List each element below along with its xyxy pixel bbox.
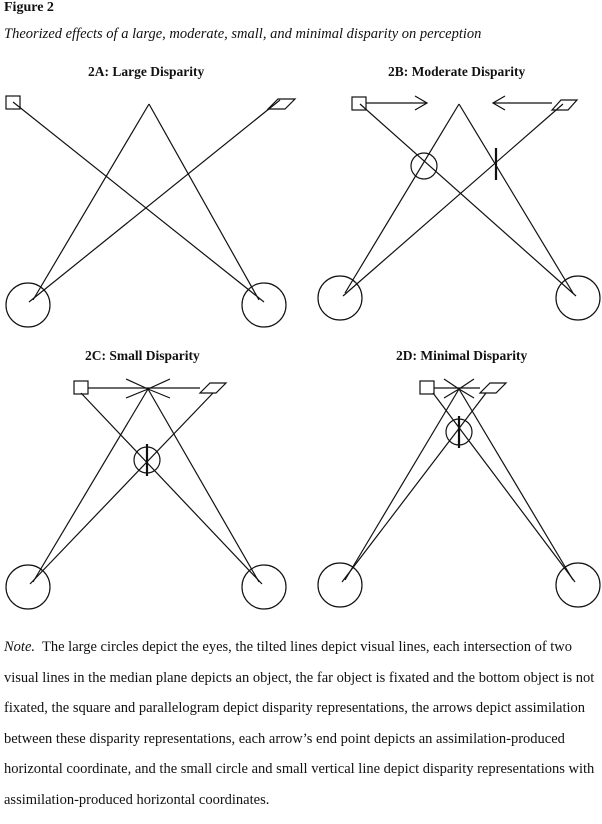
panel-2a-title: 2A: Large Disparity [88, 64, 205, 79]
arrow-stroke [458, 388, 475, 399]
visual-line [12, 101, 265, 303]
right-eye-circle [555, 275, 601, 321]
right-eye-circle [241, 282, 287, 328]
visual-line [32, 103, 150, 301]
panel-2d-diagram [317, 378, 601, 608]
left-eye-circle [317, 562, 363, 608]
disparity-parallelogram [266, 98, 297, 110]
right-eye-circle [555, 562, 601, 608]
arrow-stroke [443, 388, 460, 399]
visual-line [28, 99, 281, 303]
disparity-parallelogram [478, 382, 508, 394]
note-text: The large circles depict the eyes, the t… [4, 639, 595, 808]
arrow-stroke [125, 388, 149, 399]
left-eye-circle [317, 275, 363, 321]
visual-line [342, 103, 564, 297]
visual-line [147, 388, 260, 583]
note-label: Note. [4, 639, 36, 655]
arrow-head [414, 95, 429, 111]
arrow-head [491, 95, 506, 111]
visual-line [344, 388, 460, 581]
visual-line [458, 388, 574, 581]
panel-2a-diagram [5, 95, 297, 328]
figure-title: Theorized effects of a large, moderate, … [4, 26, 482, 42]
visual-line [148, 103, 260, 301]
disparity-square [5, 95, 21, 110]
left-eye-circle [5, 564, 51, 610]
panel-2c-title: 2C: Small Disparity [85, 348, 200, 363]
disparity-parallelogram [198, 382, 228, 394]
visual-line [359, 103, 577, 297]
arrow-stroke [458, 378, 475, 390]
arrow-stroke [443, 378, 460, 390]
panel-2d-title: 2D: Minimal Disparity [396, 348, 528, 363]
visual-line [80, 392, 263, 585]
figure-note: Note. The large circles depict the eyes,… [4, 632, 598, 815]
visual-line [29, 392, 214, 585]
right-eye-circle [241, 564, 287, 610]
left-eye-circle [5, 282, 51, 328]
small-circle-representation [410, 152, 438, 180]
visual-line [432, 392, 576, 583]
disparity-square [73, 380, 89, 395]
disparity-square [419, 380, 435, 395]
visual-line [341, 392, 487, 583]
visual-line [458, 103, 574, 294]
visual-line [32, 388, 149, 583]
arrow-stroke [147, 378, 171, 390]
disparity-parallelogram [550, 99, 579, 111]
figure-label: Figure 2 [4, 0, 54, 15]
visual-line [344, 103, 460, 294]
panel-2b-diagram [317, 95, 601, 321]
panel-2c-diagram [5, 378, 287, 610]
panel-2b-title: 2B: Moderate Disparity [388, 64, 526, 79]
arrow-stroke [147, 388, 171, 399]
arrow-stroke [125, 378, 149, 390]
